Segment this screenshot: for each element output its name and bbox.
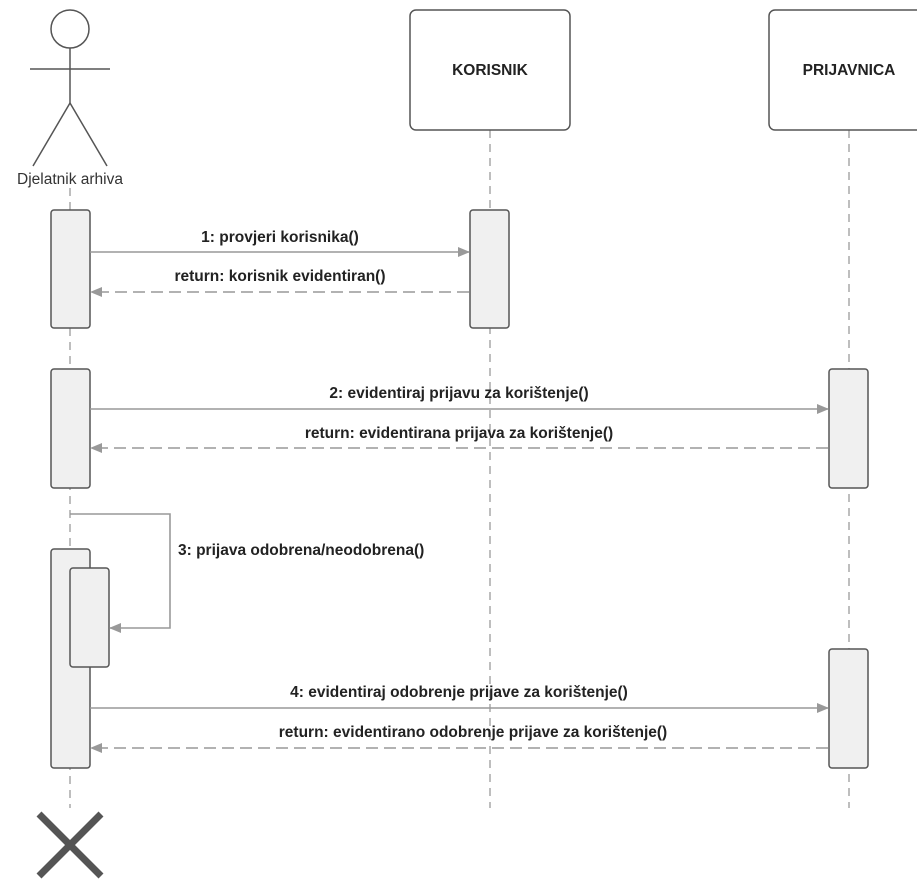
return-1-label: return: korisnik evidentiran() [174, 268, 385, 285]
object-korisnik-label: KORISNIK [452, 62, 529, 79]
actor-activation-1 [50, 209, 91, 329]
prijavnica-activation-1 [828, 368, 869, 489]
object-korisnik[interactable]: KORISNIK [409, 9, 571, 131]
message-3-arrow [70, 513, 171, 633]
object-prijavnica[interactable]: PRIJAVNICA [768, 9, 917, 131]
return-4-label: return: evidentirano odobrenje prijave z… [279, 724, 667, 741]
message-2-label: 2: evidentiraj prijavu za korištenje() [329, 385, 588, 402]
actor-self-activation [69, 567, 110, 668]
return-2-label: return: evidentirana prijava za korišten… [305, 425, 613, 442]
prijavnica-activation-2 [828, 648, 869, 769]
destroy-x-icon [36, 811, 104, 879]
korisnik-activation [469, 209, 510, 329]
actor-icon [30, 9, 110, 167]
actor-activation-2 [50, 368, 91, 489]
message-3-label: 3: prijava odobrena/neodobrena() [178, 542, 424, 559]
message-1-label: 1: provjeri korisnika() [201, 229, 359, 246]
actor-label: Djelatnik arhiva [17, 171, 123, 188]
object-prijavnica-label: PRIJAVNICA [803, 62, 896, 79]
message-4-label: 4: evidentiraj odobrenje prijave za kori… [290, 684, 628, 701]
